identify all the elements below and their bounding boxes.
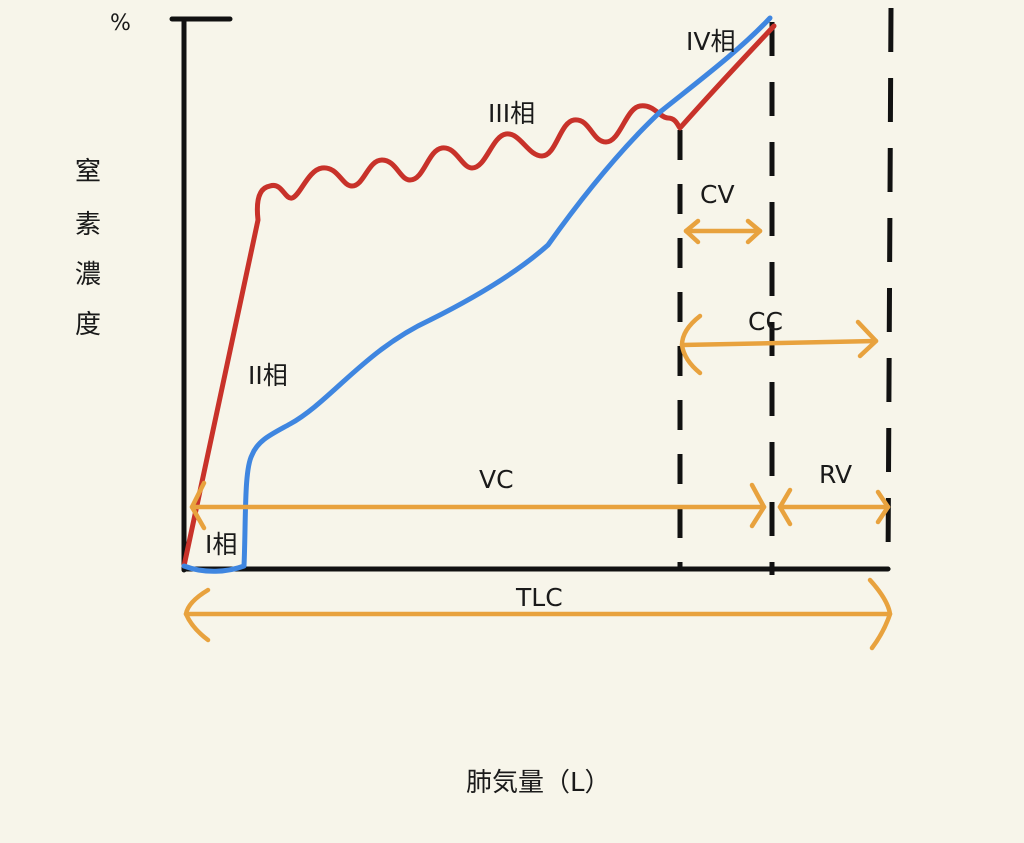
dashed-guides [677, 7, 894, 575]
x-axis-label: 肺気量（L） [466, 768, 611, 798]
cc-label: CC [748, 307, 783, 336]
cc-arrow [679, 313, 879, 376]
span-arrows [183, 218, 893, 651]
vc-arrow [189, 480, 767, 531]
phase-4-label: IV相 [686, 27, 735, 56]
cv-label: CV [700, 180, 735, 209]
tlc-label: TLC [515, 583, 563, 612]
red-curve [181, 23, 777, 569]
phase-3-label: III相 [488, 99, 535, 128]
y-axis-label: 窒 素 濃 度 [75, 157, 101, 340]
y-axis-unit: % [110, 11, 131, 36]
y-axis-label-char: 度 [75, 310, 101, 340]
phase-1-label: I相 [205, 530, 237, 559]
phase-2-label: II相 [248, 361, 288, 390]
rv-label: RV [819, 460, 852, 489]
vc-label: VC [479, 465, 514, 494]
tlc-end-dashed-line [885, 7, 894, 571]
tlc-arrow [183, 577, 893, 651]
y-axis-label-char: 素 [75, 210, 101, 240]
y-axis-label-char: 濃 [75, 260, 101, 290]
rv-arrow [777, 487, 891, 527]
cv-arrow [683, 218, 763, 245]
y-axis-label-char: 窒 [75, 157, 101, 187]
